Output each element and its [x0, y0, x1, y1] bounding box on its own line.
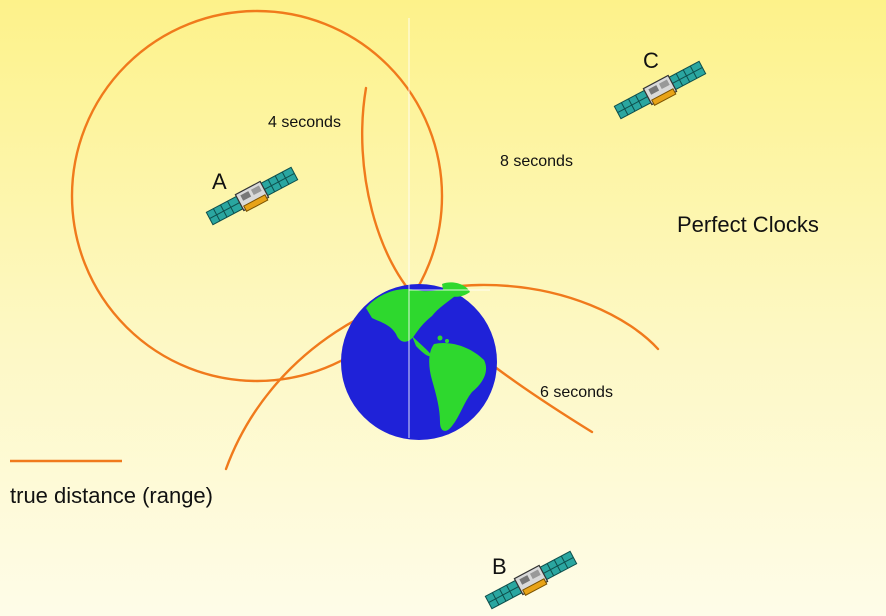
time-label-c: 8 seconds [500, 153, 573, 170]
satellite-b-label: B [492, 554, 507, 579]
satellite-a-label: A [212, 169, 227, 194]
range-arc-b [224, 283, 660, 471]
time-label-a: 4 seconds [268, 114, 341, 131]
crosshair [408, 18, 490, 438]
time-label-b: 6 seconds [540, 384, 613, 401]
diagram-title: Perfect Clocks [677, 212, 819, 237]
legend-label: true distance (range) [10, 483, 213, 508]
satellite-c-icon [612, 58, 709, 123]
earth-globe-icon [341, 282, 497, 440]
range-circle-a [70, 9, 444, 383]
satellite-c-label: C [643, 48, 659, 73]
